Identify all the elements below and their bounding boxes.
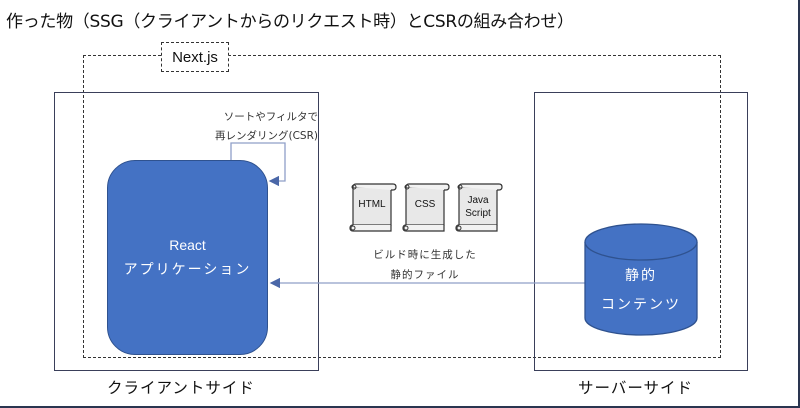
- file-label-css: CSS: [415, 199, 436, 210]
- file-scroll-css: [402, 183, 450, 232]
- client-side-box: [54, 92, 319, 371]
- file-label-java: Java: [467, 195, 489, 206]
- database-label-line2: コンテンツ: [601, 297, 681, 313]
- static-files-note-line2: 静的ファイル: [390, 269, 460, 281]
- client-side-label: クライアントサイド: [107, 379, 255, 397]
- file-label-script: Script: [465, 208, 491, 219]
- file-label-html: HTML: [358, 199, 386, 210]
- react-application-box: React アプリケーション: [107, 160, 268, 355]
- nextjs-label: Next.js: [161, 42, 229, 72]
- file-scroll-html: [349, 183, 397, 232]
- application-label: アプリケーション: [123, 261, 252, 278]
- rerender-note-line1: ソートやフィルタで: [223, 111, 318, 123]
- database-label: 静的 コンテンツ: [585, 262, 697, 320]
- react-label: React: [169, 236, 206, 253]
- nextjs-boundary: [83, 55, 721, 358]
- rerender-note: ソートやフィルタで 再レンダリング(CSR): [200, 108, 318, 146]
- file-scroll-javascript: [455, 183, 503, 232]
- database-label-line1: 静的: [625, 268, 657, 284]
- rerender-loop-arrow: [230, 142, 286, 187]
- server-side-label: サーバーサイド: [578, 379, 694, 397]
- diagram-title: 作った物（SSG（クライアントからのリクエスト時）とCSRの組み合わせ）: [6, 12, 574, 32]
- static-content-database: [584, 223, 698, 336]
- static-files-note-line1: ビルド時に生成した: [373, 249, 477, 261]
- static-files-note: ビルド時に生成した 静的ファイル: [360, 245, 490, 285]
- server-side-box: [534, 92, 748, 371]
- rerender-note-line2: 再レンダリング(CSR): [215, 130, 318, 142]
